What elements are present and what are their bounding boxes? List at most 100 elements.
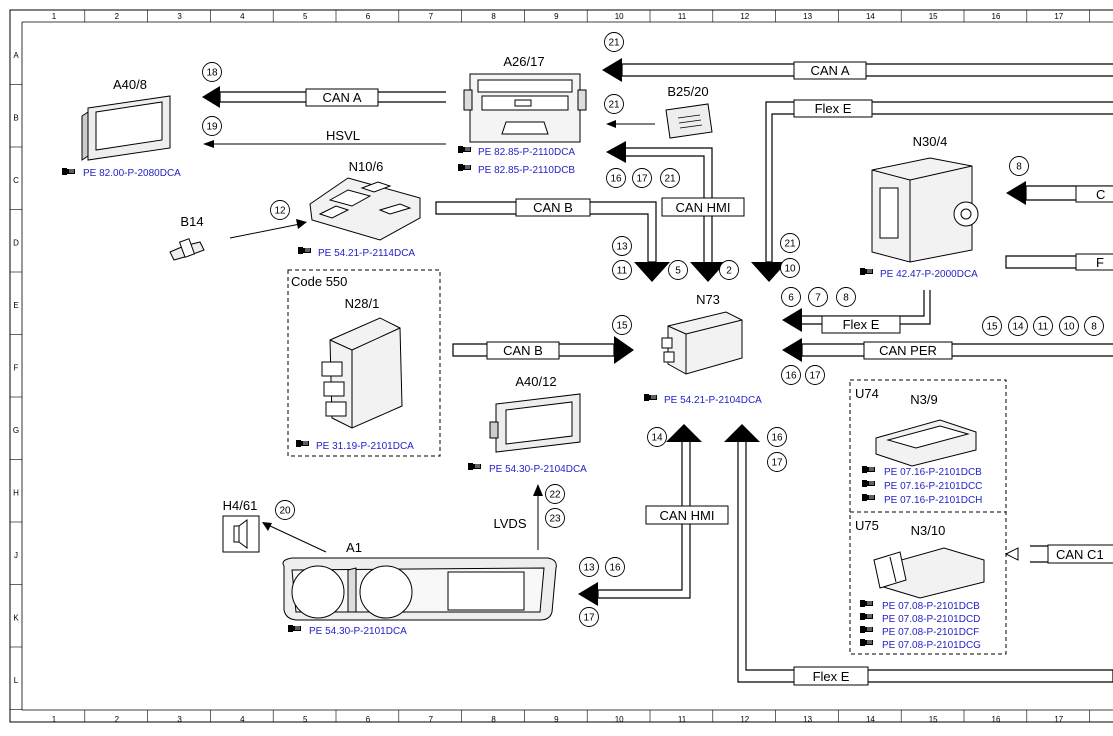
label-n73: N73 <box>696 292 720 307</box>
grid-column-label: 17 <box>1054 715 1063 724</box>
label-u74: U74 <box>855 386 879 401</box>
label-n3-10: N3/10 <box>911 523 946 538</box>
wires <box>202 58 1113 683</box>
signal-number: 23 <box>545 508 565 528</box>
component-a1: A1 <box>282 540 557 621</box>
signal-number-text: 10 <box>1063 322 1075 333</box>
signal-number-text: 7 <box>815 293 821 304</box>
label-b25-20: B25/20 <box>667 84 708 99</box>
signal-number: 17 <box>767 452 787 472</box>
ref-a1-text: PE 54.30-P-2101DCA <box>309 626 407 637</box>
ref-n73[interactable]: PE 54.21-P-2104DCA <box>643 393 762 406</box>
bus-right-f: F <box>1096 255 1104 270</box>
ref-u75-2[interactable]: PE 07.08-P-2101DCD <box>859 612 980 625</box>
grid-column-label: 2 <box>115 12 120 21</box>
signal-number: 8 <box>1084 316 1104 336</box>
label-u75: U75 <box>855 518 879 533</box>
grid-column-label: 12 <box>740 715 749 724</box>
ref-a26-17-2[interactable]: PE 82.85-P-2110DCB <box>457 163 575 176</box>
signal-number-text: 14 <box>651 433 663 444</box>
bus-right-c: C <box>1096 187 1105 202</box>
signal-number-text: 19 <box>206 122 218 133</box>
bus-can-b-top: CAN B <box>533 200 573 215</box>
signal-number: 21 <box>660 168 680 188</box>
signal-number-text: 13 <box>616 242 628 253</box>
ref-a40-8-text: PE 82.00-P-2080DCA <box>83 168 181 179</box>
signal-number: 15 <box>982 316 1002 336</box>
grid-column-label: 10 <box>615 715 624 724</box>
grid-column-label: 8 <box>491 12 496 21</box>
grid-column-label: 13 <box>803 715 812 724</box>
grid-row-label: A <box>13 51 19 60</box>
grid-column-label: 12 <box>740 12 749 21</box>
bus-can-a-top: CAN A <box>810 63 849 78</box>
grid-column-label: 8 <box>491 715 496 724</box>
ref-u74-3-text: PE 07.16-P-2101DCH <box>884 495 982 506</box>
ref-a40-12[interactable]: PE 54.30-P-2104DCA <box>467 462 587 475</box>
ref-a1[interactable]: PE 54.30-P-2101DCA <box>287 624 407 637</box>
label-a26-17: A26/17 <box>503 54 544 69</box>
signal-number: 8 <box>836 287 856 307</box>
signal-number: 20 <box>275 500 295 520</box>
grid-row-label: L <box>14 676 19 685</box>
grid-row-label: F <box>14 364 19 373</box>
signal-number-text: 5 <box>675 266 681 277</box>
grid-column-label: 7 <box>429 12 434 21</box>
signal-number: 16 <box>767 427 787 447</box>
ref-u75-3[interactable]: PE 07.08-P-2101DCF <box>859 625 979 638</box>
ref-u75-4[interactable]: PE 07.08-P-2101DCG <box>859 638 981 651</box>
ref-n30-4[interactable]: PE 42.47-P-2000DCA <box>859 267 978 280</box>
ref-n73-text: PE 54.21-P-2104DCA <box>664 395 762 406</box>
label-n30-4: N30/4 <box>913 134 948 149</box>
ref-u75-1[interactable]: PE 07.08-P-2101DCB <box>859 599 980 612</box>
ref-u74-3[interactable]: PE 07.16-P-2101DCH <box>861 493 982 506</box>
signal-number: 21 <box>604 32 624 52</box>
grid-column-label: 16 <box>992 715 1001 724</box>
component-n30-4: N30/4 <box>871 134 979 263</box>
grid-column-label: 10 <box>615 12 624 21</box>
bus-can-a-left: CAN A <box>322 90 361 105</box>
ref-a26-17-1[interactable]: PE 82.85-P-2110DCA <box>457 145 575 158</box>
ref-a26-17-1-text: PE 82.85-P-2110DCA <box>478 147 575 158</box>
ref-n28-1[interactable]: PE 31.19-P-2101DCA <box>295 439 414 452</box>
signal-number: 16 <box>606 168 626 188</box>
component-n10-6: N10/6 <box>309 159 421 241</box>
grid-column-label: 4 <box>240 12 245 21</box>
bus-hsvl: HSVL <box>326 128 360 143</box>
signal-number: 17 <box>805 365 825 385</box>
signal-number-text: 15 <box>986 322 998 333</box>
signal-number-text: 2 <box>726 266 732 277</box>
signal-number-text: 22 <box>549 490 561 501</box>
ref-u75-4-text: PE 07.08-P-2101DCG <box>882 640 981 651</box>
signal-number: 13 <box>579 557 599 577</box>
bus-flex-e-mid: Flex E <box>843 317 880 332</box>
label-a40-8: A40/8 <box>113 77 147 92</box>
grid-column-label: 1 <box>52 715 57 724</box>
grid-column-label: 16 <box>992 12 1001 21</box>
signal-number: 21 <box>604 94 624 114</box>
grid-row-label: C <box>13 176 19 185</box>
ref-u75-1-text: PE 07.08-P-2101DCB <box>882 601 980 612</box>
bus-can-b-mid: CAN B <box>503 343 543 358</box>
ref-u74-2[interactable]: PE 07.16-P-2101DCC <box>861 479 982 492</box>
component-b14: B14 <box>169 214 205 261</box>
grid-column-label: 15 <box>929 12 938 21</box>
ref-a40-8[interactable]: PE 82.00-P-2080DCA <box>61 167 181 179</box>
signal-number-text: 21 <box>608 100 620 111</box>
grid-column-label: 9 <box>554 715 559 724</box>
component-a40-12: A40/12 <box>489 374 581 453</box>
component-a26-17: A26/17 <box>463 54 587 143</box>
grid-row-label: D <box>13 239 19 248</box>
signal-number: 2 <box>719 260 739 280</box>
grid-ticks: 1122334455667788991010111112121313141415… <box>10 10 1090 724</box>
ref-u74-1[interactable]: PE 07.16-P-2101DCB <box>861 465 982 478</box>
signal-number: 10 <box>1059 316 1079 336</box>
signal-number: 18 <box>202 62 222 82</box>
signal-number: 5 <box>668 260 688 280</box>
signal-number-text: 17 <box>636 174 648 185</box>
label-n28-1: N28/1 <box>345 296 380 311</box>
grid-column-label: 17 <box>1054 12 1063 21</box>
signal-number-text: 20 <box>279 506 291 517</box>
ref-n10-6[interactable]: PE 54.21-P-2114DCA <box>297 246 415 259</box>
